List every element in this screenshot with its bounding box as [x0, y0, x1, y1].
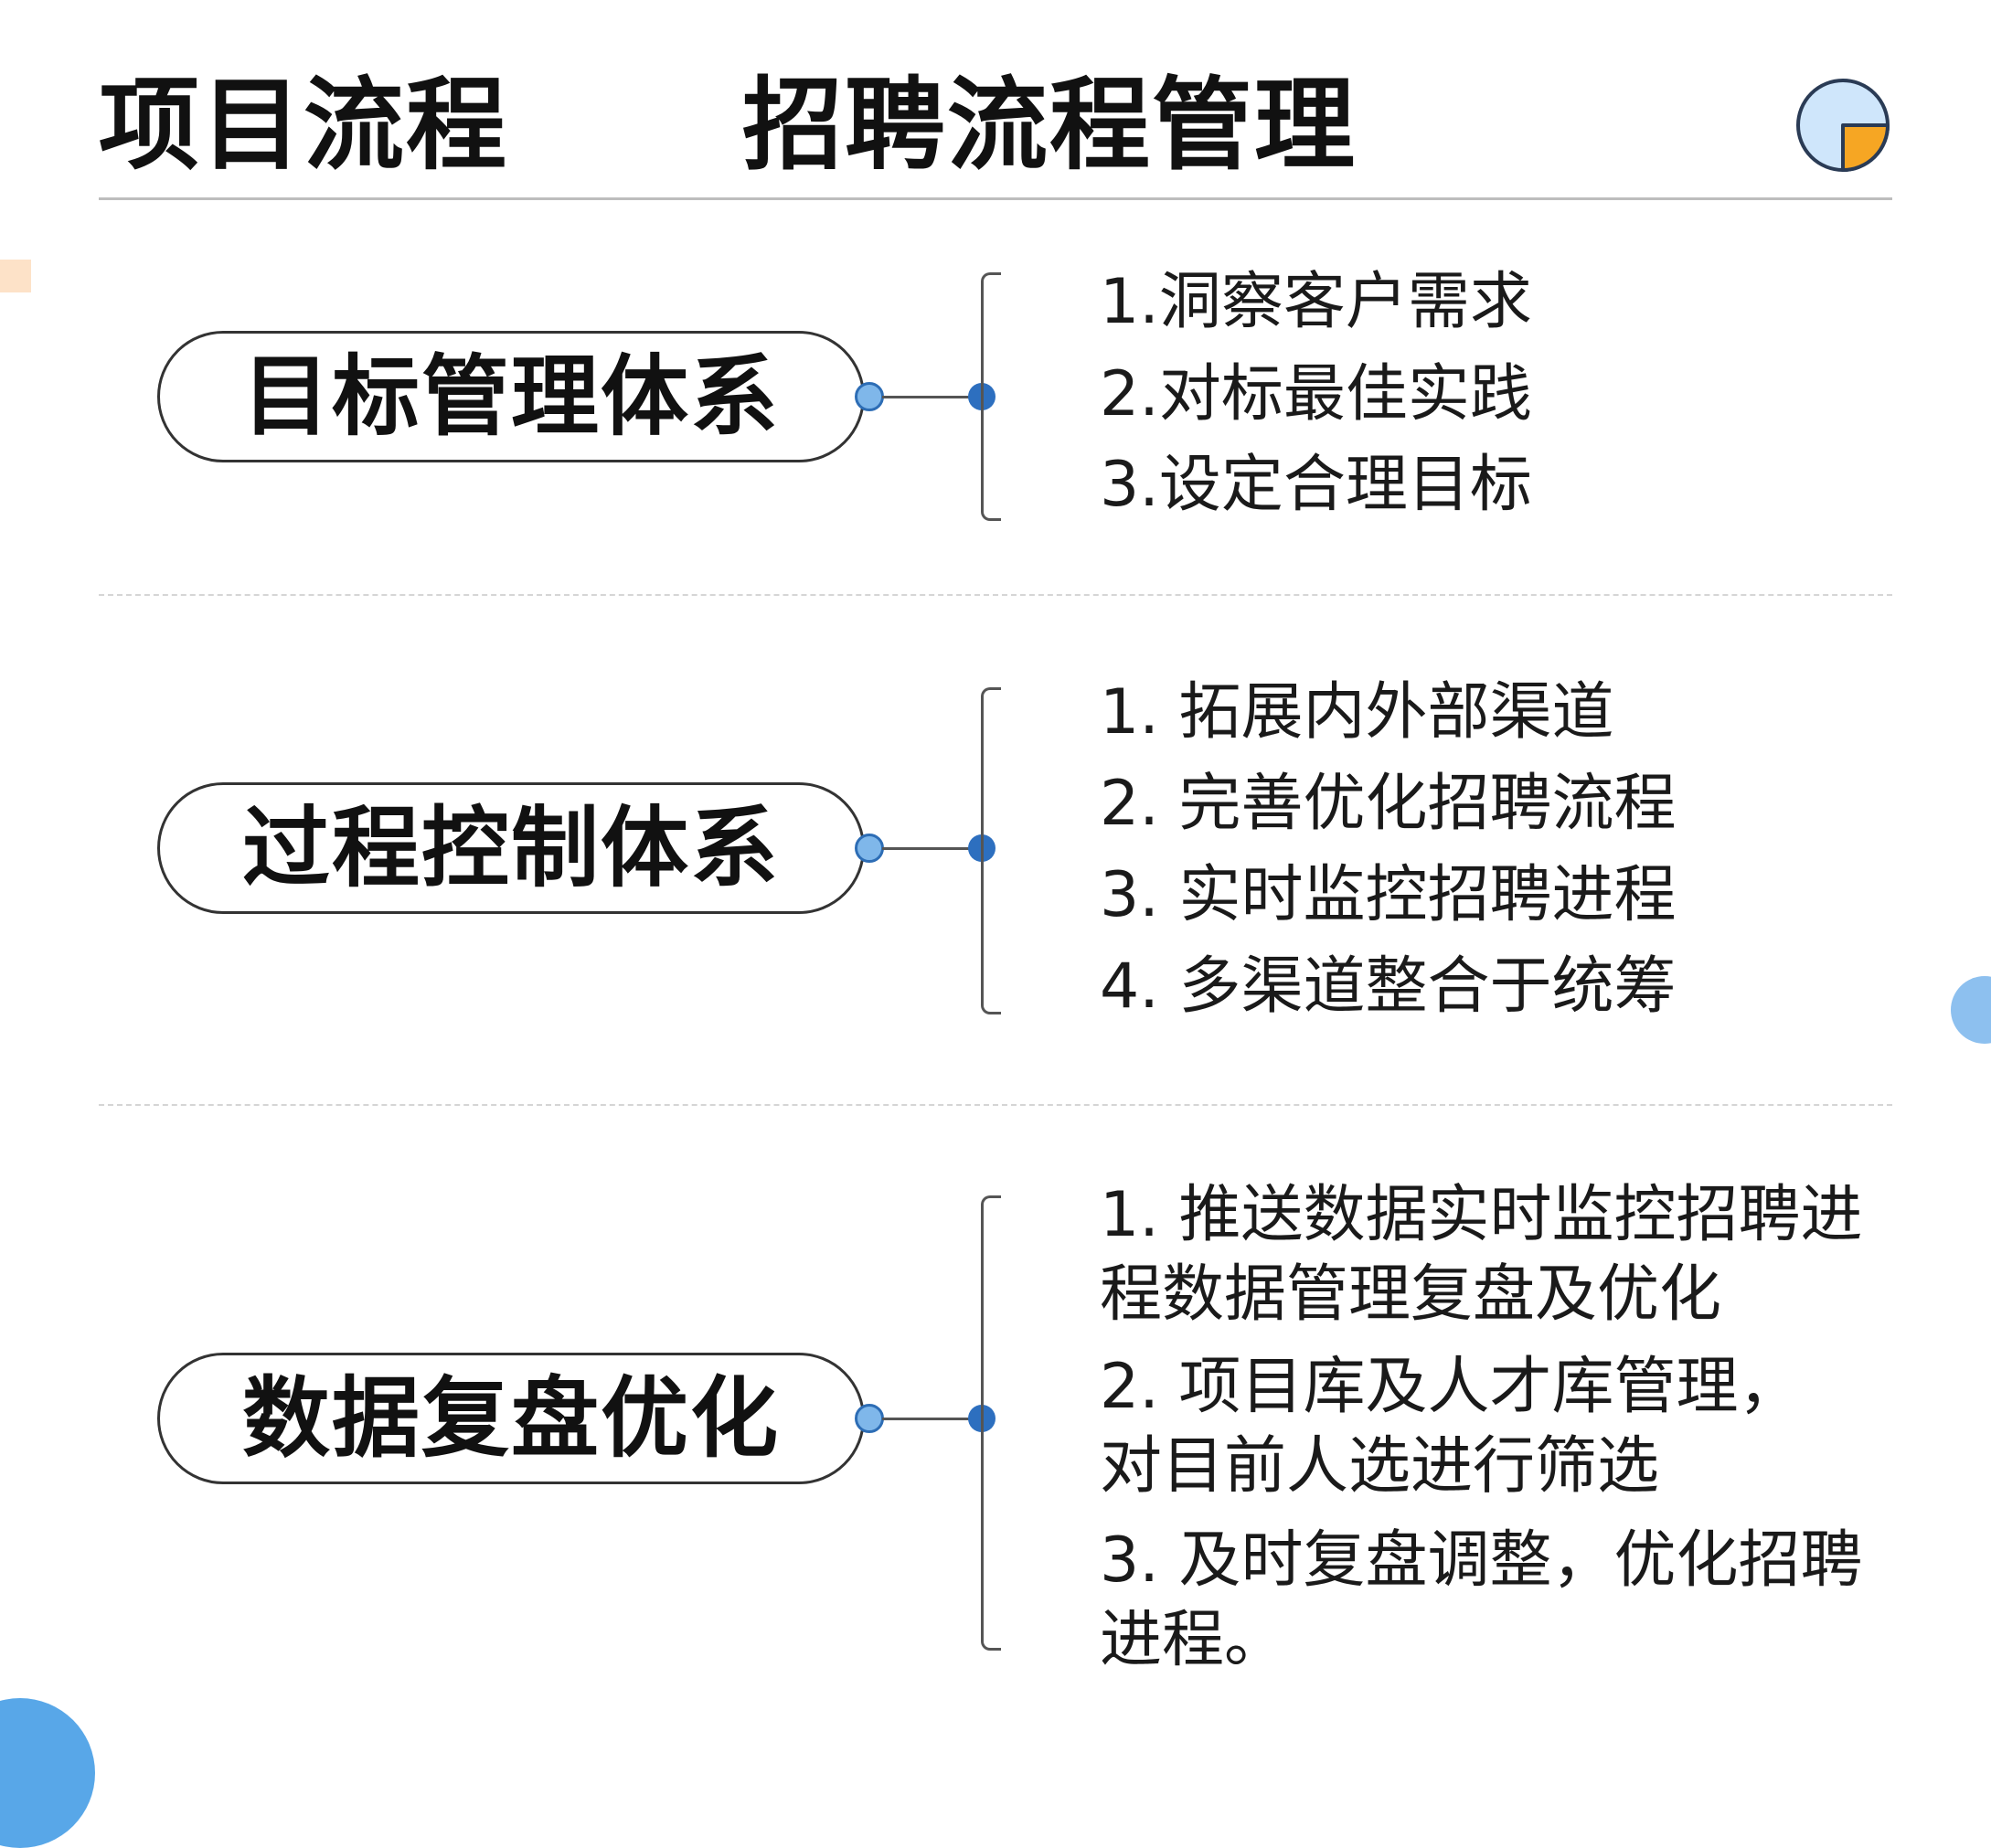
connector-line: [882, 847, 983, 850]
decorative-circle-bottom: [0, 1698, 95, 1848]
items-bracket: [981, 272, 1001, 521]
section-title: 目标管理体系: [242, 345, 780, 448]
list-item: 2. 完善优化招聘流程: [1100, 768, 1677, 840]
connector-node-left: [855, 382, 884, 411]
pie-chart-icon: [1796, 79, 1890, 172]
list-item: 3. 及时复盘调整，优化招聘 进程。: [1100, 1524, 1863, 1677]
header-divider: [99, 197, 1892, 200]
list-item: 1. 拓展内外部渠道: [1100, 676, 1614, 749]
section-divider: [99, 1104, 1892, 1106]
connector-line: [882, 396, 983, 398]
connector-line: [882, 1418, 983, 1420]
items-bracket: [981, 687, 1001, 1014]
section-title: 过程控制体系: [242, 797, 780, 899]
list-item: 2.对标最佳实践: [1100, 358, 1532, 430]
section-pill-data: 数据复盘优化: [157, 1353, 865, 1484]
header-left-title: 项目流程: [99, 67, 508, 184]
list-item: 4. 多渠道整合于统筹: [1100, 951, 1677, 1023]
section-pill-goal: 目标管理体系: [157, 331, 865, 462]
section-divider: [99, 594, 1892, 596]
section-title: 数据复盘优化: [242, 1367, 780, 1470]
section-pill-process: 过程控制体系: [157, 782, 865, 914]
list-item: 1. 推送数据实时监控招聘进 程数据管理复盘及优化: [1100, 1179, 1863, 1332]
list-item: 3. 实时监控招聘进程: [1100, 859, 1677, 931]
connector-node-left: [855, 834, 884, 863]
list-item: 3.设定合理目标: [1100, 449, 1532, 521]
decorative-square: [0, 260, 31, 292]
list-item: 1.洞察客户需求: [1100, 266, 1532, 338]
decorative-circle: [1951, 976, 1991, 1044]
list-item: 2. 项目库及人才库管理， 对目前人选进行筛选: [1100, 1351, 1801, 1503]
page-title: 招聘流程管理: [742, 67, 1357, 184]
connector-node-left: [855, 1404, 884, 1433]
items-bracket: [981, 1195, 1001, 1651]
